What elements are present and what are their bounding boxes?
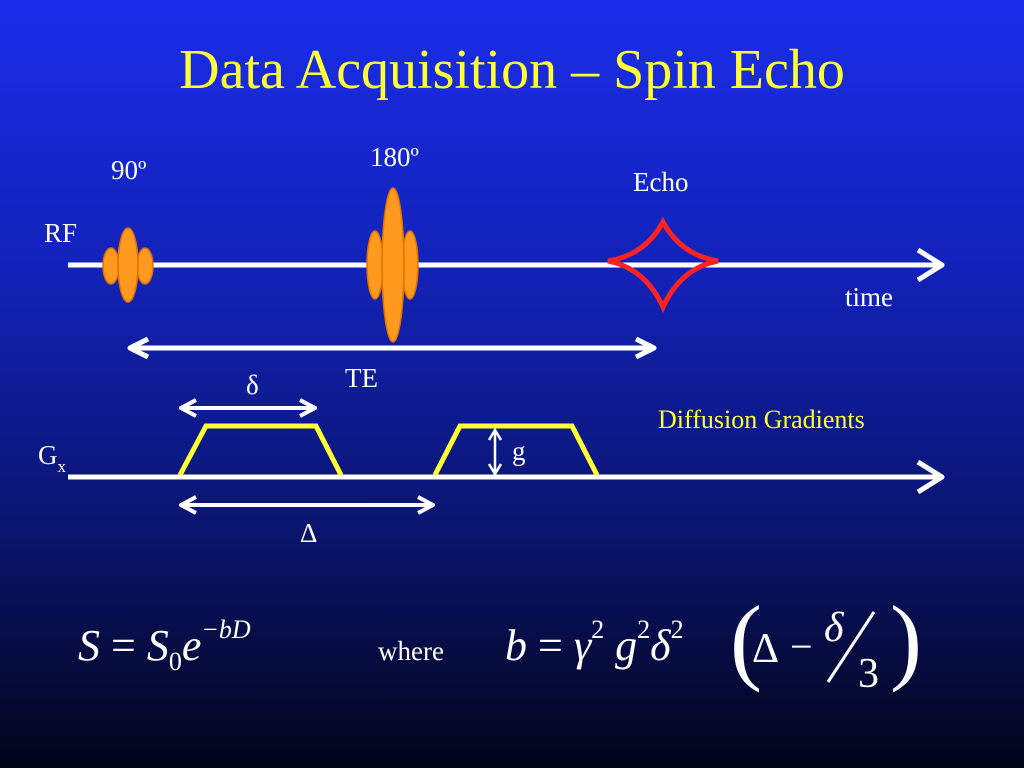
amplitude-arrow [487, 427, 503, 477]
slide-title: Data Acquisition – Spin Echo [179, 39, 845, 101]
diffusion-gradients-label: Diffusion Gradients [658, 405, 865, 434]
signal-s0: S [146, 621, 169, 670]
big-delta-arrow [179, 495, 435, 515]
bvalue-g: g [615, 621, 638, 670]
signal-exponent: −bD [201, 615, 251, 644]
bvalue-open-paren: ( [730, 586, 762, 693]
gx-axis-letter: G [38, 440, 58, 470]
gx-axis-label: Gx [38, 440, 67, 476]
bvalue-b: b [505, 621, 527, 670]
pulse-180-label: 180º [370, 142, 419, 172]
gradient-lobe-1 [177, 423, 344, 477]
rf-pulse-180 [366, 187, 419, 343]
signal-equation: S = S0e−bD [78, 615, 251, 680]
signal-equals: = [111, 621, 136, 670]
bvalue-close-paren: ) [890, 586, 922, 693]
bvalue-fraction-slash [826, 611, 876, 683]
bvalue-equals: = [538, 621, 563, 670]
te-label: TE [345, 363, 378, 393]
bvalue-gamma-exponent: 2 [591, 615, 605, 644]
small-delta-arrow [179, 398, 317, 418]
bvalue-equation: b = γ2 g2δ2 [505, 615, 684, 680]
gradient-lobe-2 [432, 423, 600, 477]
bvalue-minus: − [790, 624, 813, 669]
bvalue-g-exponent: 2 [637, 615, 651, 644]
rf-axis-label: RF [44, 218, 78, 248]
signal-s0-subscript: 0 [168, 647, 182, 676]
gx-time-axis [68, 459, 945, 495]
echo-label: Echo [633, 167, 689, 197]
bvalue-fraction-numerator: δ [824, 605, 844, 651]
echo-signal [607, 216, 719, 313]
pulse-90-label: 90º [111, 155, 147, 185]
rf-time-axis [68, 247, 945, 283]
signal-exp-base: e [181, 621, 202, 670]
bvalue-gamma: γ [573, 621, 592, 670]
amplitude-label: g [512, 436, 526, 466]
where-label: where [378, 636, 444, 666]
gx-axis-subscript: x [57, 457, 67, 476]
small-delta-label: δ [246, 370, 259, 400]
bvalue-delta-exponent: 2 [670, 615, 684, 644]
rf-pulse-90 [102, 227, 154, 303]
time-axis-label: time [845, 282, 893, 312]
te-interval-arrow [127, 336, 657, 360]
signal-lhs: S [78, 621, 100, 670]
bvalue-fraction-denominator: 3 [858, 651, 879, 697]
bvalue-delta: δ [650, 621, 671, 670]
big-delta-label: Δ [300, 518, 318, 548]
bvalue-Delta: Δ [752, 626, 780, 672]
